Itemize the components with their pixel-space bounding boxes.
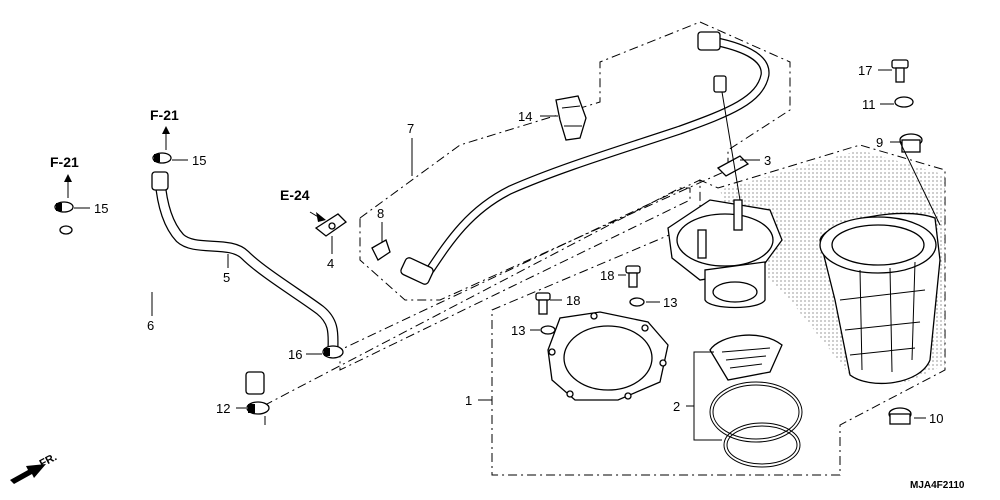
reference-f21-lower: F-21 xyxy=(50,154,79,170)
fuel-pump-unit xyxy=(667,199,783,309)
grommet-10 xyxy=(888,407,912,425)
washer-13-lower xyxy=(540,325,556,335)
callout-2: 2 xyxy=(673,399,680,414)
bolt-17 xyxy=(891,59,909,83)
f21-upper-arrowhead xyxy=(162,126,170,134)
callout-8: 8 xyxy=(377,206,384,221)
callout-11: 11 xyxy=(862,97,876,112)
clamp-12 xyxy=(246,401,270,415)
callout-14: 14 xyxy=(518,109,532,124)
clamp-15-upper xyxy=(152,152,172,164)
callout-9: 9 xyxy=(876,135,883,150)
reference-e24: E-24 xyxy=(280,187,310,203)
pump-reservoir xyxy=(819,212,941,385)
e24-arrowhead xyxy=(316,212,326,222)
hose-5 xyxy=(151,171,339,349)
callout-15-lower: 15 xyxy=(94,201,108,216)
f21-lower-arrowhead xyxy=(64,174,72,182)
leader-2 xyxy=(686,351,722,441)
clip-4 xyxy=(314,213,348,237)
leader-9 xyxy=(890,141,941,226)
callout-18-lower: 18 xyxy=(566,293,580,308)
bolt-18-lower xyxy=(535,292,551,315)
callout-13-lower: 13 xyxy=(511,323,525,338)
hose-6 xyxy=(59,225,265,395)
washer-13-upper xyxy=(629,297,645,307)
washer-11 xyxy=(894,96,914,108)
callout-6: 6 xyxy=(147,318,154,333)
hose-7 xyxy=(400,31,770,285)
drawing-code: MJA4F2110 xyxy=(910,480,965,491)
clamp-16 xyxy=(322,345,344,359)
clip-3 xyxy=(713,75,750,177)
bolt-18-upper xyxy=(625,265,641,288)
callout-1: 1 xyxy=(465,393,472,408)
leader-part-3-to-pump xyxy=(721,91,741,201)
o-rings-2 xyxy=(709,381,803,468)
front-direction-arrow xyxy=(10,464,46,484)
callout-17: 17 xyxy=(858,63,872,78)
callout-13-upper: 13 xyxy=(663,295,677,310)
callout-7: 7 xyxy=(407,121,414,136)
callout-16: 16 xyxy=(288,347,302,362)
callout-12: 12 xyxy=(216,401,230,416)
assembly-1-outline xyxy=(491,144,946,476)
callout-4: 4 xyxy=(327,256,334,271)
grommet-9 xyxy=(899,133,923,153)
hose-7-outline xyxy=(359,21,791,301)
pump-basket xyxy=(709,334,783,381)
callout-3: 3 xyxy=(764,153,771,168)
callout-5: 5 xyxy=(223,270,230,285)
clamp-15-lower xyxy=(54,201,74,213)
mounting-plate xyxy=(547,311,669,401)
reference-f21-upper: F-21 xyxy=(150,107,179,123)
front-marker-text: FR. xyxy=(38,451,59,470)
connector-8 xyxy=(371,239,391,261)
clip-14 xyxy=(555,95,587,141)
callout-15-upper: 15 xyxy=(192,153,206,168)
callout-18-upper: 18 xyxy=(600,268,614,283)
callout-10: 10 xyxy=(929,411,943,426)
